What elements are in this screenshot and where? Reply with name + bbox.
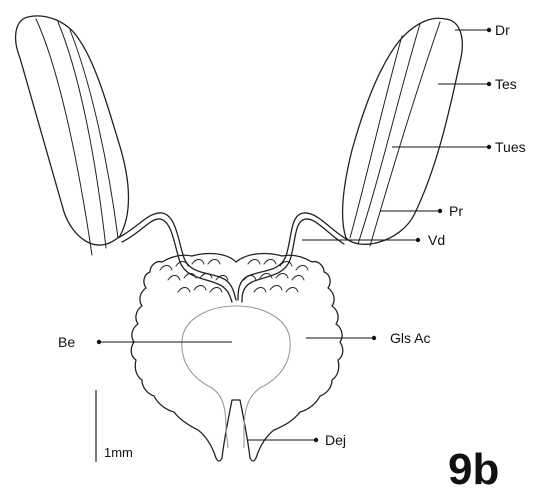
label-dr: Dr xyxy=(495,22,510,38)
label-pr: Pr xyxy=(449,203,463,219)
ejaculatory-bulb xyxy=(182,306,290,448)
label-vd: Vd xyxy=(428,232,445,248)
vas-deferens xyxy=(118,213,348,302)
label-be: Be xyxy=(58,334,75,350)
scale-bar: 1mm xyxy=(96,390,133,462)
label-tes: Tes xyxy=(495,76,517,92)
accessory-gland xyxy=(131,254,343,461)
label-gls-ac: Gls Ac xyxy=(390,330,430,346)
right-testis xyxy=(343,18,463,246)
label-tues: Tues xyxy=(495,139,526,155)
panel-label: 9b xyxy=(448,445,499,494)
scale-bar-label: 1mm xyxy=(104,445,133,460)
label-dej: Dej xyxy=(325,432,346,448)
left-testis xyxy=(16,16,129,255)
